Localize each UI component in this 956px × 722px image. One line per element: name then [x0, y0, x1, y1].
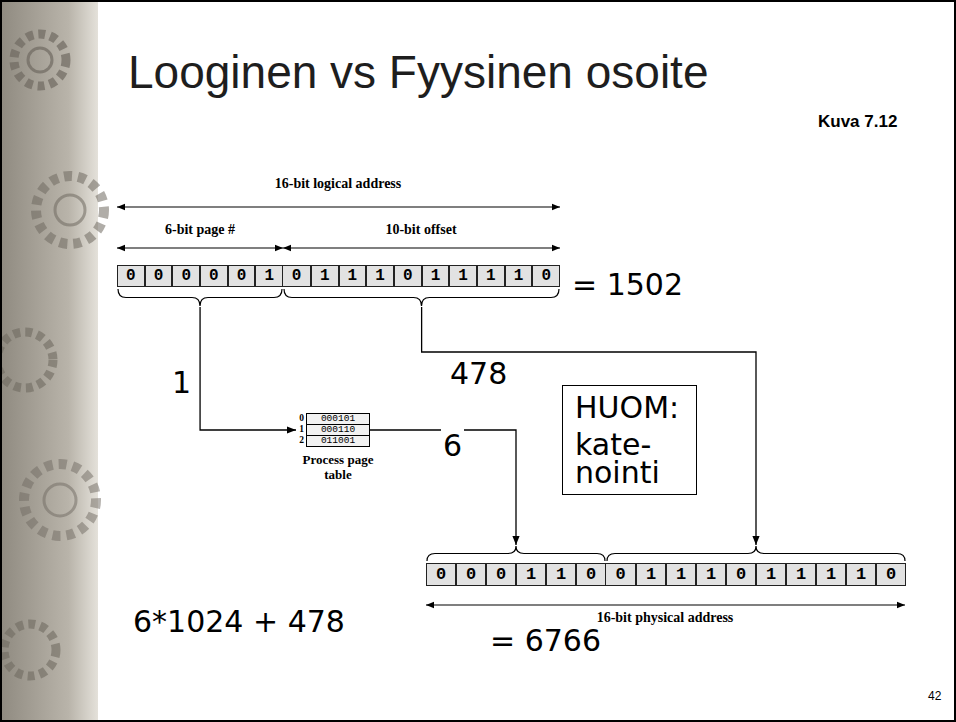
- bit-cell: 1: [846, 563, 876, 586]
- bit-row: 000110: [426, 563, 606, 586]
- slide-title: Looginen vs Fyysinen osoite: [128, 46, 708, 99]
- bit-cell: 1: [696, 563, 726, 586]
- bit-row: 0111011110: [283, 265, 560, 287]
- bit-cell: 1: [339, 265, 367, 287]
- offset-field: 0111011110: [606, 545, 906, 586]
- bit-cell: 0: [283, 265, 311, 287]
- calculation-note: 6*1024 + 478: [133, 605, 345, 640]
- bit-cell: 0: [576, 563, 606, 586]
- page-number-field: 000001: [117, 265, 283, 307]
- bit-cell: 0: [228, 265, 256, 287]
- connector-arrow: [422, 307, 756, 545]
- value-note: = 1502: [572, 268, 683, 303]
- dimension-label: 16-bit logical address: [275, 176, 402, 192]
- note-box: HUOM: kate- nointi: [562, 385, 697, 495]
- bit-cell: 0: [145, 265, 173, 287]
- bit-cell: 1: [477, 265, 505, 287]
- bit-cell: 1: [816, 563, 846, 586]
- bit-cell: 0: [117, 265, 145, 287]
- row-index: 0: [296, 413, 306, 425]
- bit-cell: 0: [726, 563, 756, 586]
- bit-cell: 1: [666, 563, 696, 586]
- bit-row: 0111011110: [606, 563, 906, 586]
- bit-cell: 1: [786, 563, 816, 586]
- dimension-label: 6-bit page #: [165, 222, 235, 238]
- bit-row: 000001: [117, 265, 283, 287]
- page-table: Process page table000010110001102011001: [290, 413, 386, 493]
- offset-field: 0111011110: [283, 265, 560, 307]
- bit-cell: 1: [311, 265, 339, 287]
- frame-number-field: 000110: [426, 545, 606, 586]
- bit-cell: 0: [606, 563, 636, 586]
- connector-arrow: [200, 307, 296, 430]
- note-text: HUOM:: [575, 394, 684, 423]
- connector-arrow: [370, 430, 516, 545]
- connector-label: 6: [441, 429, 464, 464]
- table-cell: 011001: [306, 435, 370, 447]
- bit-cell: 1: [449, 265, 477, 287]
- dimension-label: 16-bit physical address: [597, 610, 734, 626]
- page-table-row: 2011001: [296, 435, 370, 447]
- bit-cell: 1: [546, 563, 576, 586]
- dimension-arrow: [117, 207, 905, 605]
- dimension-label: 10-bit offset: [385, 222, 456, 238]
- figure-number: Kuva 7.12: [818, 112, 897, 132]
- bit-cell: 0: [532, 265, 560, 287]
- bit-cell: 0: [172, 265, 200, 287]
- connector-label: 1: [170, 366, 193, 401]
- value-note: = 6766: [490, 624, 601, 659]
- bit-cell: 0: [426, 563, 456, 586]
- bit-cell: 0: [486, 563, 516, 586]
- note-text: kate- nointi: [575, 431, 684, 488]
- bit-cell: 1: [505, 265, 533, 287]
- row-index: 1: [296, 424, 306, 436]
- row-index: 2: [296, 435, 306, 447]
- table-caption: Process page table: [298, 453, 378, 483]
- bit-cell: 0: [200, 265, 228, 287]
- bit-cell: 0: [394, 265, 422, 287]
- gear-decoration: [0, 34, 104, 676]
- bit-cell: 1: [636, 563, 666, 586]
- bit-cell: 1: [516, 563, 546, 586]
- curly-brace: [118, 289, 905, 561]
- bit-cell: 1: [255, 265, 283, 287]
- bit-cell: 0: [456, 563, 486, 586]
- bit-cell: 0: [876, 563, 906, 586]
- bit-cell: 1: [366, 265, 394, 287]
- bit-cell: 1: [422, 265, 450, 287]
- connector-label: 478: [448, 357, 509, 392]
- bit-cell: 1: [756, 563, 786, 586]
- page-number: 42: [928, 690, 941, 704]
